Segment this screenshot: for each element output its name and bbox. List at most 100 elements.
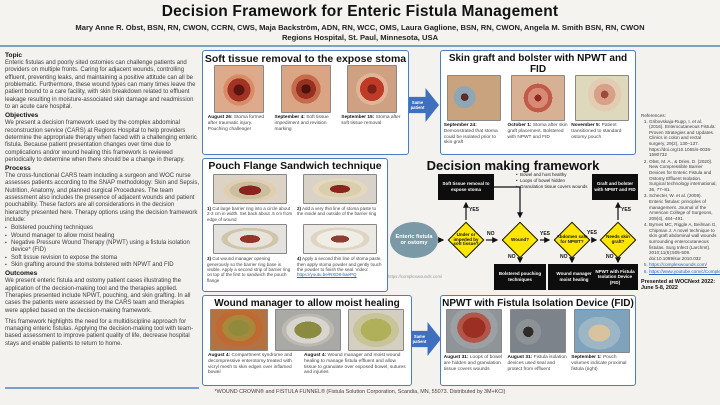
photo-caption: Soft tissue impediment and revision mark… xyxy=(274,115,329,132)
step-number: 4) xyxy=(297,256,302,262)
reference-link[interactable]: https://www.youtube.com/c/ComplexAbdomen… xyxy=(649,269,720,275)
list-item: Negative Pressure Wound Therapy (NPWT) u… xyxy=(5,240,199,255)
reassess-cycle-icon: ⟲ xyxy=(533,266,540,275)
case-figure: September 4: Soft tissue impediment and … xyxy=(275,65,337,132)
reference-item: Obst, M. A., & Dries, D. (2020). New Com… xyxy=(649,159,717,193)
references-heading: References: xyxy=(641,113,666,118)
therapy-options-list: Bolstered pouching techniques Wound mana… xyxy=(5,225,199,269)
photo-date: September 15: xyxy=(341,115,375,120)
action-graft-bolster: Graft and bolster with NPWT and FID xyxy=(592,174,638,200)
case-figure: November 5: Patient transitioned to stan… xyxy=(571,75,632,140)
panel-title: Skin graft and bolster with NPWT and FID xyxy=(448,53,628,75)
photo-wm-granulation xyxy=(348,309,404,351)
photo-date: August 4: xyxy=(304,353,327,358)
reference-item: Byrnes MC, Riggle A, Beilman G, Chipman … xyxy=(649,222,717,261)
photo-date: August 4: xyxy=(208,353,231,358)
photo-caption: Wound manager and moist wound healing to… xyxy=(304,353,406,376)
photo-flange-step1 xyxy=(213,174,287,204)
same-patient-arrow: Same patient xyxy=(409,88,439,122)
case-figure: August 26: Stoma formed after traumatic … xyxy=(208,65,270,132)
case-figure: September 1: Pouch volumes indicate prox… xyxy=(571,309,632,372)
criteria-item: Granulation tissue covers wounds xyxy=(516,184,590,190)
panel-title: Pouch Flange Sandwich technique xyxy=(208,160,382,172)
same-patient-arrow: Same patient xyxy=(411,322,441,356)
photo-date: October 1: xyxy=(507,123,532,128)
no-label: NO xyxy=(560,254,568,260)
photo-caption: Pouch volumes indicate proximal fistula … xyxy=(571,355,627,372)
photo-npwt-aug31b xyxy=(510,309,566,353)
affiliation: Regions Hospital, St. Paul, Minnesota, U… xyxy=(281,33,439,42)
step-number: 2) xyxy=(297,206,302,211)
yes-label: YES xyxy=(621,207,632,213)
yes-label: YES xyxy=(469,207,480,213)
yes-label: YES xyxy=(540,231,551,237)
case-figure: September 24: Demonstrated that stoma co… xyxy=(444,75,505,146)
step-text: Add a very thin line of stoma paste to t… xyxy=(297,206,377,217)
list-item: Skin grafting around the stoma bolstered… xyxy=(5,262,199,269)
photo-caption: Patient transitioned to standard ostomy … xyxy=(571,123,622,140)
step-text: Cut wound manager opening generously so … xyxy=(207,256,291,283)
wound-manager-panel: Wound manager to allow moist healing Aug… xyxy=(202,295,412,386)
photo-graft-oct1 xyxy=(511,75,565,121)
reference-link[interactable]: https://complexwounds.com/ xyxy=(649,262,717,268)
decision-framework: Decision making framework Enteric fistul… xyxy=(388,158,638,292)
case-figure: September 15: Stoma after soft tissue re… xyxy=(341,65,403,127)
case-figure: October 1: Stoma after skin graft placem… xyxy=(508,75,569,140)
photo-npwt-aug31a xyxy=(446,309,503,353)
flowchart-url: https://complexwounds.com/ xyxy=(388,274,443,279)
photo-wm-mesh xyxy=(210,309,268,351)
list-item: Soft tissue revision to expose the stoma xyxy=(5,255,199,262)
photo-date: August 26: xyxy=(207,115,233,120)
trademark-footnote: *WOUND CROWN® and FISTULA FUNNEL® (Fistu… xyxy=(214,389,506,395)
same-patient-label: Same patient xyxy=(410,99,425,110)
photo-flange-step4 xyxy=(303,224,377,255)
poster-title: Decision Framework for Enteric Fistula M… xyxy=(161,3,559,20)
photo-graft-sep24 xyxy=(447,75,502,121)
yes-label: YES xyxy=(587,230,598,236)
outcomes-text: We present enteric fistula and ostomy pa… xyxy=(5,278,191,314)
decision-soft-tissue: Under or impeded by soft tissue? xyxy=(446,220,486,260)
no-label: NO xyxy=(606,254,614,260)
flowchart-title: Decision making framework xyxy=(426,158,600,173)
photo-date: August 31: xyxy=(507,355,533,360)
video-link[interactable]: https://youtu.be/RXD8-baePQ xyxy=(297,272,357,278)
step-number: 3) xyxy=(207,256,212,262)
photo-date: September 4: xyxy=(274,115,305,120)
npwt-fid-panel: NPWT with Fistula Isolation Device (FID)… xyxy=(440,295,636,386)
panel-title: NPWT with Fistula Isolation Device (FID) xyxy=(442,298,634,309)
step-text: Cut large barrier ring into a circle abo… xyxy=(207,206,293,222)
list-item: Bolstered pouching techniques xyxy=(5,225,199,232)
skin-graft-panel: Skin graft and bolster with NPWT and FID… xyxy=(440,50,636,155)
process-heading: Process xyxy=(5,165,31,173)
no-label: NO xyxy=(508,254,516,260)
no-label: NO xyxy=(487,231,495,237)
step-text: Apply a second thin line of stoma paste,… xyxy=(297,256,382,272)
photo-caption: Stoma formed after traumatic injury. Pou… xyxy=(207,115,265,132)
photo-flange-step3 xyxy=(213,224,287,255)
photo-date: September 1: xyxy=(571,355,602,360)
objectives-text: We present a decision framework used by … xyxy=(5,120,197,163)
case-figure: August 31: Loops of bowel are hidden and… xyxy=(444,309,505,372)
action-bolstered-pouching: Bolstered pouching techniques xyxy=(494,264,546,290)
action-npwt-fid: NPWT with Fistula Isolation Device (FID) xyxy=(592,264,638,290)
criteria-item: Loops of bowel hidden xyxy=(516,178,590,184)
photo-caption: Compartment syndrome and decompressive e… xyxy=(208,353,293,376)
reference-item: Schecter, W. et al. (2009). Enteric fist… xyxy=(649,193,717,221)
soft-tissue-panel: Soft tissue removal to the expose stoma … xyxy=(202,50,409,155)
action-wound-manager: Wound manager moist healing xyxy=(548,264,600,290)
header: Decision Framework for Enteric Fistula M… xyxy=(0,0,720,47)
objectives-heading: Objectives xyxy=(5,112,39,120)
topic-text: Enteric fistulas and poorly sited ostomi… xyxy=(5,60,196,110)
list-item: Wound manager to allow moist healing xyxy=(5,233,199,240)
decision-skin-graft: Needs skin graft? xyxy=(598,220,638,260)
reference-item: Gribovskaja-Rupp, I. et al. (2016). Ente… xyxy=(649,119,717,158)
process-text: The cross-functional CARS team including… xyxy=(5,173,200,224)
photo-caption: Stoma after soft tissue removal xyxy=(341,115,401,126)
criteria-item: Bowel and host healthy xyxy=(516,172,590,178)
references-column: References: Gribovskaja-Rupp, I. et al. … xyxy=(641,113,720,292)
photo-stoma-sep4 xyxy=(280,65,331,113)
technique-step: 1) Cut large barrier ring into a circle … xyxy=(207,174,293,222)
same-patient-label: Same patient xyxy=(412,333,427,344)
photo-date: September 24: xyxy=(443,123,477,128)
